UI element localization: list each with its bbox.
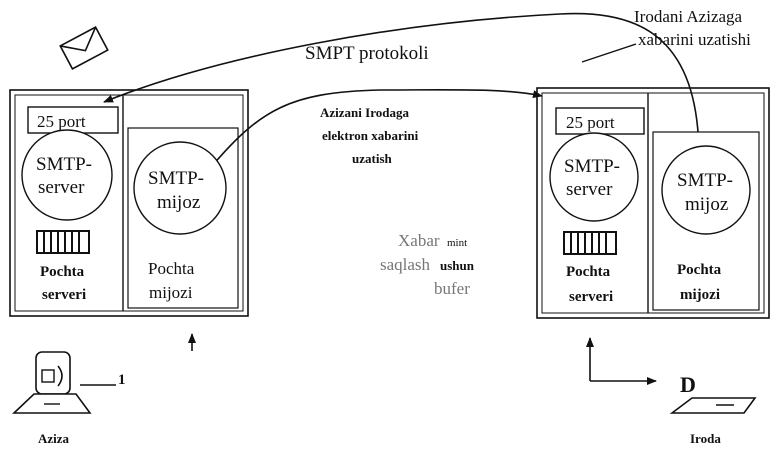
right-server-caption-line1: Pochta bbox=[566, 264, 611, 280]
top-right-label-line1: Irodani Azizaga bbox=[634, 7, 743, 26]
left-client-line2: mijoz bbox=[157, 192, 200, 213]
left-server-circle bbox=[22, 130, 112, 220]
right-client-line2: mijoz bbox=[685, 194, 728, 215]
right-client-caption-line2: mijozi bbox=[680, 287, 720, 303]
top-right-label-line2: xabarini uzatishi bbox=[638, 30, 751, 49]
left-client-caption-line1: Pochta bbox=[148, 259, 195, 278]
left-server-caption-line2: serveri bbox=[42, 287, 86, 303]
buffer-label-line1b: mint bbox=[447, 237, 467, 249]
left-server-line1: SMTP- bbox=[36, 154, 92, 175]
left-user-marker: 1 bbox=[118, 372, 126, 388]
buffer-label-line2b: ushun bbox=[440, 258, 475, 273]
buffer-label-line3: bufer bbox=[434, 279, 470, 298]
right-client-line1: SMTP- bbox=[677, 170, 733, 191]
computer-icon bbox=[14, 352, 90, 413]
buffer-label-line2a: saqlash bbox=[380, 255, 431, 274]
left-port-label: 25 port bbox=[37, 112, 86, 131]
buffer-icon bbox=[564, 232, 616, 254]
buffer-icon bbox=[37, 231, 89, 253]
right-server-line2: server bbox=[566, 179, 613, 200]
right-client-caption-line1: Pochta bbox=[677, 262, 722, 278]
left-user-name: Aziza bbox=[38, 431, 70, 446]
right-port-label: 25 port bbox=[566, 113, 615, 132]
laptop-icon bbox=[672, 398, 755, 413]
mid-label-line3: uzatish bbox=[352, 151, 393, 166]
right-server-caption-line2: serveri bbox=[569, 289, 613, 305]
envelope-icon bbox=[60, 27, 108, 69]
arrow-icon bbox=[590, 338, 656, 381]
left-station: 25 port SMTP- server Pochta serveri SMTP… bbox=[10, 90, 248, 316]
left-server-caption-line1: Pochta bbox=[40, 264, 85, 280]
left-server-line2: server bbox=[38, 177, 85, 198]
right-user-marker: D bbox=[680, 372, 696, 397]
protocol-label: SMPT protokoli bbox=[305, 43, 429, 64]
left-client-caption-line2: mijozi bbox=[149, 283, 193, 302]
buffer-label-line1a: Xabar bbox=[398, 231, 440, 250]
left-client-line1: SMTP- bbox=[148, 168, 204, 189]
mid-label-line2: elektron xabarini bbox=[322, 128, 419, 143]
right-server-circle bbox=[550, 133, 638, 221]
top-right-pointer-line bbox=[582, 44, 636, 62]
right-station: 25 port SMTP- server Pochta serveri SMTP… bbox=[537, 88, 769, 318]
mid-label-line1: Azizani Irodaga bbox=[320, 105, 409, 120]
right-server-line1: SMTP- bbox=[564, 156, 620, 177]
right-user-name: Iroda bbox=[690, 431, 721, 446]
